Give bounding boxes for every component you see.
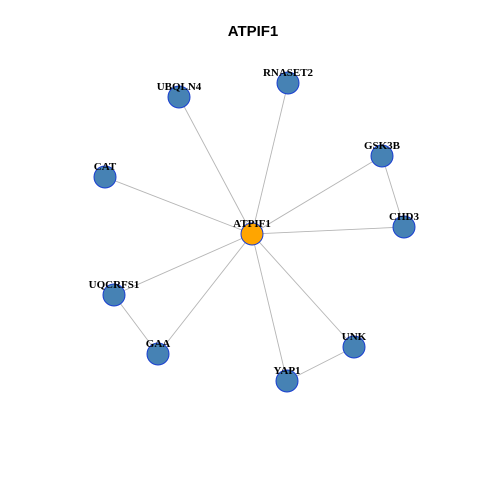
- node-label-uqcrfs1: UQCRFS1: [89, 279, 140, 291]
- edge-atpif1-yap1: [251, 233, 288, 382]
- edge-atpif1-rnaset2: [251, 82, 289, 235]
- node-chd3[interactable]: [392, 215, 416, 239]
- nodes-layer: [93, 71, 416, 393]
- node-uqcrfs1[interactable]: [102, 283, 126, 307]
- node-unk[interactable]: [342, 335, 366, 359]
- edge-gsk3b-chd3: [381, 155, 405, 228]
- edge-uqcrfs1-gaa: [113, 294, 159, 355]
- edge-atpif1-gsk3b: [251, 155, 383, 235]
- node-rnaset2[interactable]: [276, 71, 300, 95]
- node-label-yap1: YAP1: [273, 365, 300, 377]
- edge-atpif1-uqcrfs1: [113, 233, 253, 296]
- node-label-cat: CAT: [94, 161, 117, 173]
- edges-layer: [104, 82, 405, 382]
- edge-yap1-unk: [286, 346, 355, 382]
- edge-atpif1-ubqln4: [178, 96, 253, 235]
- node-label-rnaset2: RNASET2: [263, 67, 314, 79]
- edge-atpif1-chd3: [251, 226, 405, 235]
- edge-atpif1-gaa: [157, 233, 253, 355]
- edge-atpif1-unk: [251, 233, 355, 348]
- node-atpif1[interactable]: [240, 222, 264, 246]
- diagram-title: ATPIF1: [228, 23, 279, 40]
- node-label-gaa: GAA: [146, 338, 171, 350]
- node-cat[interactable]: [93, 165, 117, 189]
- node-ubqln4[interactable]: [167, 85, 191, 109]
- node-yap1[interactable]: [275, 369, 299, 393]
- node-label-gsk3b: GSK3B: [364, 140, 401, 152]
- edge-atpif1-cat: [104, 176, 253, 235]
- node-label-chd3: CHD3: [389, 211, 419, 223]
- node-gsk3b[interactable]: [370, 144, 394, 168]
- node-label-atpif1: ATPIF1: [233, 218, 271, 230]
- node-label-unk: UNK: [342, 331, 367, 343]
- node-gaa[interactable]: [146, 342, 170, 366]
- node-label-ubqln4: UBQLN4: [157, 81, 202, 93]
